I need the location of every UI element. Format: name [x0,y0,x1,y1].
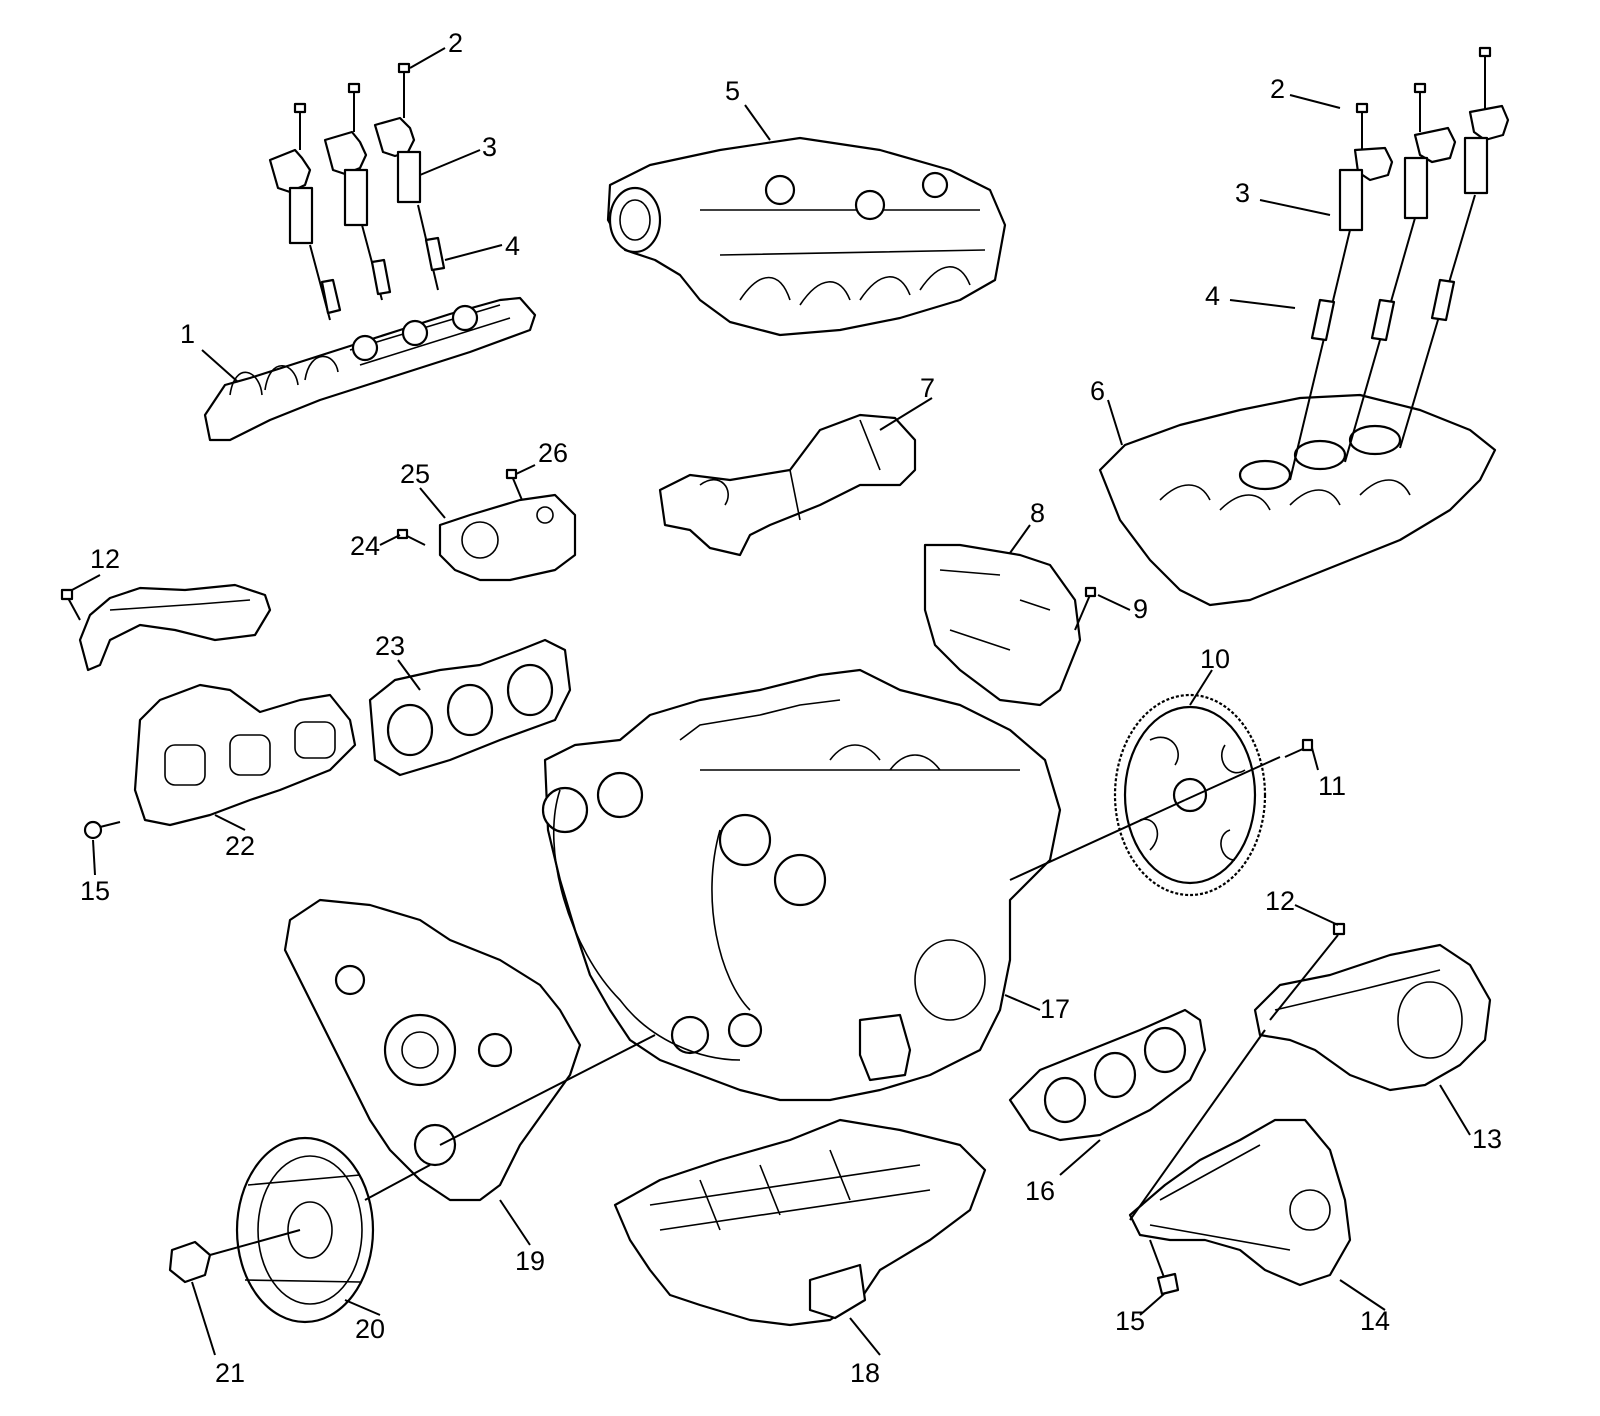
part-9-bolt [1074,586,1097,631]
callout-19: 19 [515,1246,545,1276]
part-22-exhaust-manifold-left [133,683,357,827]
leader-lines [71,47,1471,1356]
callout-3: 3 [1235,178,1250,208]
callout-12: 12 [90,544,120,574]
callout-4: 4 [1205,281,1220,311]
part-12-heat-shield-left [78,583,272,672]
callout-15: 15 [1115,1306,1145,1336]
callout-18: 18 [850,1358,880,1388]
part-14-exhaust-manifold-right [1128,1029,1352,1287]
part-2-coil-bolts-right [1355,46,1492,150]
callout-6: 6 [1090,376,1105,406]
part-26-bolt [505,468,523,501]
part-10-flexplate [1009,693,1281,897]
part-7-intake-manifold-lower [658,413,917,557]
part-6-right-camshaft-cover [1098,393,1497,607]
callout-2: 2 [448,28,463,58]
part-4-spark-plugs-left [309,204,446,321]
callout-22: 22 [225,831,255,861]
callout-12: 12 [1265,886,1295,916]
callout-11: 11 [1318,771,1346,801]
part-4-spark-plugs-right [1289,194,1476,481]
callout-9: 9 [1133,594,1148,624]
part-12-bolt-left [60,588,81,621]
part-15-bolt-left [83,820,121,840]
callout-3: 3 [482,132,497,162]
callout-10: 10 [1200,644,1230,674]
part-18-oil-pan [613,1118,987,1327]
part-15-bolt-right [1149,1239,1180,1296]
part-25-timing-chain-cover-small [438,493,577,582]
callout-4: 4 [505,231,520,261]
callout-21: 21 [215,1358,245,1388]
callout-13: 13 [1472,1124,1502,1154]
part-3-ignition-coils-left [268,116,422,245]
part-8-timing-chain-guide-cover [923,543,1082,707]
part-16-exhaust-manifold-gasket-right [1008,1008,1207,1142]
callout-5: 5 [725,76,740,106]
callout-20: 20 [355,1314,385,1344]
part-17-engine-block [541,668,1062,1102]
callout-25: 25 [400,459,430,489]
callout-14: 14 [1360,1306,1390,1336]
callout-labels: 1 2 3 4 5 2 3 4 6 7 8 9 10 11 12 12 13 1… [80,28,1502,1388]
part-11-bolt [1284,738,1314,758]
callout-2: 2 [1270,74,1285,104]
callout-23: 23 [375,631,405,661]
part-20-crankshaft-balancer [209,1136,431,1324]
part-24-bolt [396,528,426,546]
part-3-ignition-coils-right [1338,104,1510,232]
callout-17: 17 [1040,994,1070,1024]
part-21-crankshaft-balancer-bolt [168,1240,212,1284]
part-19-engine-front-cover [283,898,656,1202]
part-5-intake-manifold-upper [606,136,1007,337]
part-1-left-camshaft-cover [203,296,537,442]
callout-24: 24 [350,531,380,561]
callout-1: 1 [180,319,195,349]
callout-15: 15 [80,876,110,906]
callout-8: 8 [1030,498,1045,528]
part-2-coil-bolts-left [293,62,411,150]
part-13-heat-shield-right [1253,943,1492,1092]
callout-26: 26 [538,438,568,468]
part-23-exhaust-manifold-gasket-left [368,638,572,777]
part-12-bolt-right [1269,922,1346,1021]
callout-7: 7 [920,373,935,403]
callout-16: 16 [1025,1176,1055,1206]
